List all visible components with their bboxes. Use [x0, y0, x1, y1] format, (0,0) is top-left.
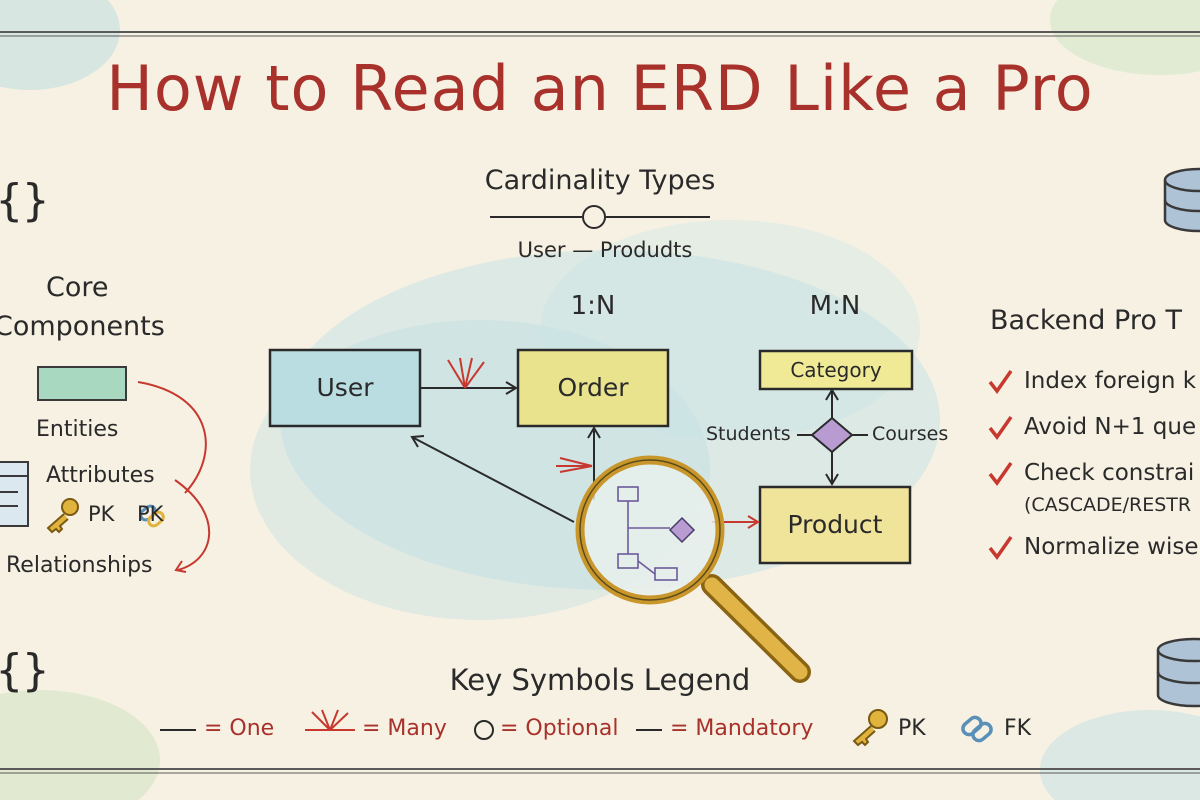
magnifier-icon: [575, 455, 811, 683]
core-curve-arrow: [137, 381, 207, 494]
tip-item: Check constrai: [1024, 460, 1195, 486]
tip-item: Normalize wise: [1024, 534, 1199, 560]
legend-optional-icon: [474, 720, 494, 740]
students-label: Students: [706, 423, 791, 445]
core-attributes-label: Attributes: [46, 463, 155, 488]
legend-link-icon: [961, 715, 993, 743]
cardinality-title: Cardinality Types: [484, 165, 716, 196]
core-entities-label: Entities: [36, 417, 119, 442]
core-pk2-label: PK: [137, 502, 164, 526]
entity-order[interactable]: [516, 348, 670, 428]
key-icon: [46, 498, 79, 534]
page-title: How to Read an ERD Like a Pro: [106, 52, 1094, 125]
core-title-line1: Core: [46, 272, 109, 303]
legend-key-icon: [852, 709, 888, 747]
label-many-to-many: M:N: [809, 291, 861, 321]
core-relationships-label: Relationships: [6, 553, 153, 578]
label-one-to-many: 1:N: [570, 291, 616, 321]
crows-foot-icon: [447, 357, 485, 389]
legend-crows-foot-icon: [305, 709, 355, 731]
entity-user-label: User: [316, 373, 374, 402]
database-icon: [1156, 637, 1200, 708]
database-icon: [1163, 167, 1200, 233]
core-curve-arrow: [174, 479, 211, 571]
core-title-line2: Components: [0, 311, 165, 342]
brace-icon: {}: [0, 175, 49, 226]
legend-mandatory: = Mandatory: [670, 716, 814, 741]
courses-label: Courses: [872, 423, 949, 445]
tip-item: Index foreign k: [1024, 368, 1197, 394]
legend-many: = Many: [362, 716, 447, 741]
legend-title: Key Symbols Legend: [449, 663, 751, 697]
legend-one: = One: [204, 716, 275, 741]
core-pk-label: PK: [88, 502, 115, 526]
check-icons: [988, 369, 1013, 560]
entity-user[interactable]: [268, 348, 422, 428]
link-icon: [139, 504, 165, 528]
entity-category-label: Category: [790, 358, 882, 382]
tip-sub-item: (CASCADE/RESTR: [1024, 494, 1192, 516]
entity-product-label: Product: [787, 510, 883, 539]
legend-fk: FK: [1004, 716, 1032, 741]
entity-order-label: Order: [557, 373, 629, 402]
entity-swatch: [37, 366, 127, 401]
tips-title: Backend Pro T: [990, 305, 1182, 336]
cardinality-example: User — Produdts: [517, 238, 693, 262]
entity-category[interactable]: [758, 349, 914, 391]
attribute-table-icon: [0, 461, 29, 527]
brace-icon: {}: [0, 645, 49, 696]
optional-circle-icon: [582, 205, 606, 229]
legend-pk: PK: [898, 716, 926, 741]
legend-optional: = Optional: [500, 716, 619, 741]
entity-product[interactable]: [758, 485, 912, 565]
tip-item: Avoid N+1 que: [1024, 414, 1197, 440]
